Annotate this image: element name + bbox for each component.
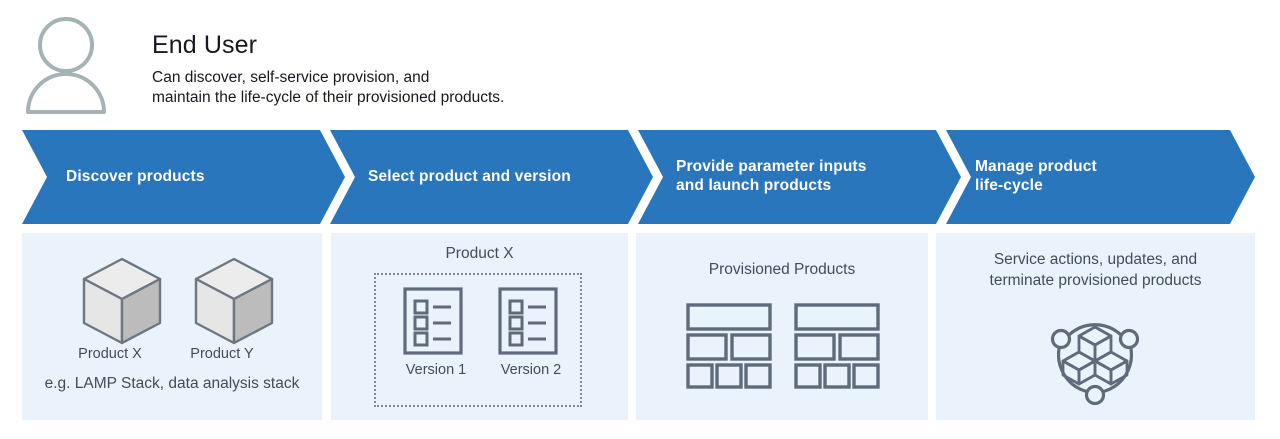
flow-chevron-labels: Discover products Select product and ver… bbox=[0, 130, 1280, 224]
service-catalog-lifecycle-icon bbox=[1047, 305, 1143, 406]
cube-icon bbox=[74, 253, 170, 349]
flow-step-label-2[interactable]: Select product and version bbox=[368, 167, 571, 186]
flow-step-label-4[interactable]: Manage product life-cycle bbox=[975, 157, 1097, 195]
chevron-step-4 bbox=[946, 130, 1255, 224]
manage-life-cycle-caption-line-1: Service actions, updates, and bbox=[993, 251, 1198, 268]
panel-manage-life-cycle: Service actions, updates, and terminate … bbox=[936, 233, 1255, 420]
stack-blocks-icon bbox=[686, 303, 772, 389]
cube-icon bbox=[186, 253, 282, 349]
product-version-group-box bbox=[374, 273, 582, 407]
panel-item-label: Version 2 bbox=[500, 362, 562, 378]
panel-title: Provisioned Products bbox=[708, 261, 856, 278]
panel-item-label: Product X bbox=[78, 346, 142, 362]
flow-step-label-1[interactable]: Discover products bbox=[66, 167, 205, 186]
flow-step-4-line-2: life-cycle bbox=[975, 177, 1043, 194]
header: End User Can discover, self-service prov… bbox=[22, 8, 1022, 120]
checklist-template-icon bbox=[496, 285, 560, 357]
stack-blocks-icon bbox=[794, 303, 880, 389]
header-subtitle-line-2: maintain the life-cycle of their provisi… bbox=[152, 89, 505, 106]
flow-step-label-3[interactable]: Provide parameter inputs and launch prod… bbox=[676, 157, 867, 195]
header-subtitle-line-1: Can discover, self-service provision, an… bbox=[152, 69, 430, 86]
discover-products-caption: e.g. LAMP Stack, data analysis stack bbox=[44, 375, 300, 392]
user-avatar-icon bbox=[22, 12, 134, 120]
page-title: End User bbox=[152, 31, 258, 59]
flow-step-2-line-1: Select product and version bbox=[368, 168, 571, 185]
flow-step-3-line-1: Provide parameter inputs bbox=[676, 158, 867, 175]
chevron-step-2 bbox=[330, 130, 653, 224]
flow-step-1-line-1: Discover products bbox=[66, 168, 205, 185]
header-text-block: End User Can discover, self-service prov… bbox=[152, 30, 504, 108]
manage-life-cycle-caption: Service actions, updates, and terminate … bbox=[936, 249, 1255, 291]
checklist-template-icon bbox=[401, 285, 465, 357]
panel-select-product-version: Product X Vers bbox=[331, 233, 628, 420]
panel-item-label: Product Y bbox=[190, 346, 254, 362]
header-subtitle: Can discover, self-service provision, an… bbox=[152, 68, 504, 108]
panel-provisioned-products: Provisioned Products bbox=[636, 233, 928, 420]
chevron-step-1 bbox=[22, 130, 345, 224]
flow-step-4-line-1: Manage product bbox=[975, 158, 1097, 175]
panel-title: Product X bbox=[445, 245, 514, 262]
panel-discover-products: Product X Product Y e.g. LAMP Stack, dat… bbox=[22, 233, 322, 420]
manage-life-cycle-caption-line-2: terminate provisioned products bbox=[989, 272, 1202, 289]
panel-item-label: Version 1 bbox=[405, 362, 467, 378]
chevron-step-3 bbox=[638, 130, 961, 224]
flow-chevron-band bbox=[0, 130, 1280, 224]
flow-step-3-line-2: and launch products bbox=[676, 177, 832, 194]
